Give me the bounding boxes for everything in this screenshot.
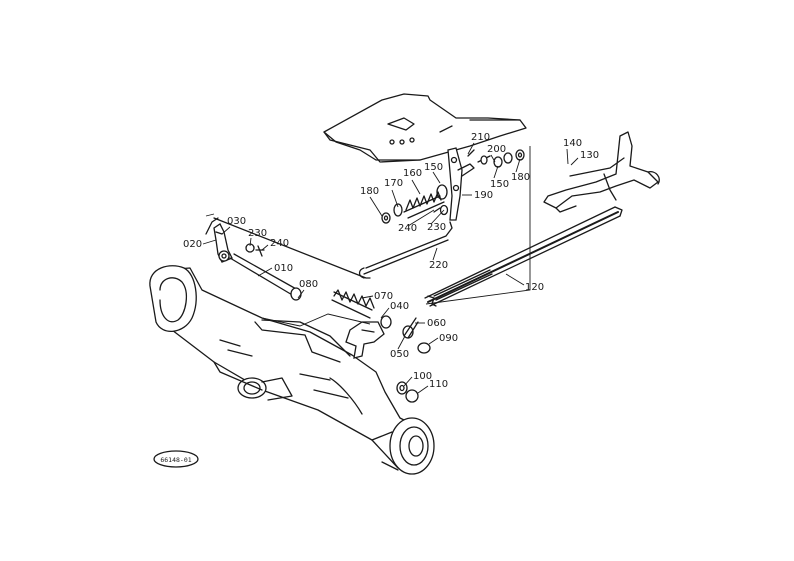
leader-p010 [257,267,273,277]
spring-070 [331,289,375,319]
leader-p200 [490,154,496,163]
leader-p100 [403,376,413,387]
leader-p230b [430,209,445,225]
axle-housing [149,265,435,475]
leader-p140 [566,148,569,165]
callout-p040: 040 [390,301,409,312]
leader-p130 [570,157,579,166]
leader-p150a [432,171,441,184]
lever-020 [213,223,233,263]
leader-p220 [432,247,438,261]
callout-p230a: 230 [248,228,267,239]
drawing-number-stamp: 66148-01 [153,450,199,468]
stamp-text: 66148-01 [160,456,191,464]
washers-right [467,149,525,168]
leader-p090 [428,337,439,345]
leader-p160 [411,179,421,195]
callout-p170: 170 [384,178,403,189]
leader-p030 [221,226,231,235]
leader-p180b [515,158,521,173]
reference-lines [205,146,531,327]
parts-100-110 [396,381,419,403]
leader-p040 [380,307,390,319]
callout-p220: 220 [429,260,448,271]
callout-p210: 210 [471,132,490,143]
leader-p020 [202,239,217,245]
leader-p170 [391,189,399,208]
callout-p050: 050 [390,349,409,360]
leader-p240a [261,244,269,251]
callout-p160: 160 [403,168,422,179]
callout-p150b: 150 [490,179,509,190]
callout-p010: 010 [274,263,293,274]
callout-p020: 020 [183,239,202,250]
floor-plate [323,93,527,163]
leader-p070 [361,295,374,299]
washers-left [381,203,403,224]
leader-p230a [249,237,252,247]
leader-p240b [407,209,435,227]
callout-p110: 110 [429,379,448,390]
pedal-bracket [543,131,660,213]
leader-p210 [467,142,475,155]
callout-p240a: 240 [270,238,289,249]
cable-guide [205,217,371,279]
rod-120 [424,206,623,307]
leader-p180a [369,196,383,217]
leader-p150b [493,165,499,179]
leader-p120 [505,273,525,286]
callout-labels: 0100200300400500600700800901001101201301… [183,132,599,394]
callout-p240b: 240 [398,223,417,234]
callout-p150a: 150 [424,162,443,173]
callout-p060: 060 [427,318,446,329]
callout-p070: 070 [374,291,393,302]
callout-p030: 030 [227,216,246,227]
callout-p140: 140 [563,138,582,149]
leader-p080 [297,289,305,299]
shaft-010 [229,253,302,301]
callout-p180a: 180 [360,186,379,197]
parts-230-240-left [245,243,265,257]
leader-p110 [417,385,429,394]
callout-p080: 080 [299,279,318,290]
callout-p090: 090 [439,333,458,344]
callout-p230b: 230 [427,222,446,233]
callout-p180b: 180 [511,172,530,183]
callout-p190: 190 [474,190,493,201]
callout-p100: 100 [413,371,432,382]
fork-040 [345,315,392,359]
parts-050-060-090 [402,317,431,354]
callout-p120: 120 [525,282,544,293]
leader-p050 [397,335,406,350]
spring-160 [403,191,445,219]
callout-p130: 130 [580,150,599,161]
callout-p200: 200 [487,144,506,155]
